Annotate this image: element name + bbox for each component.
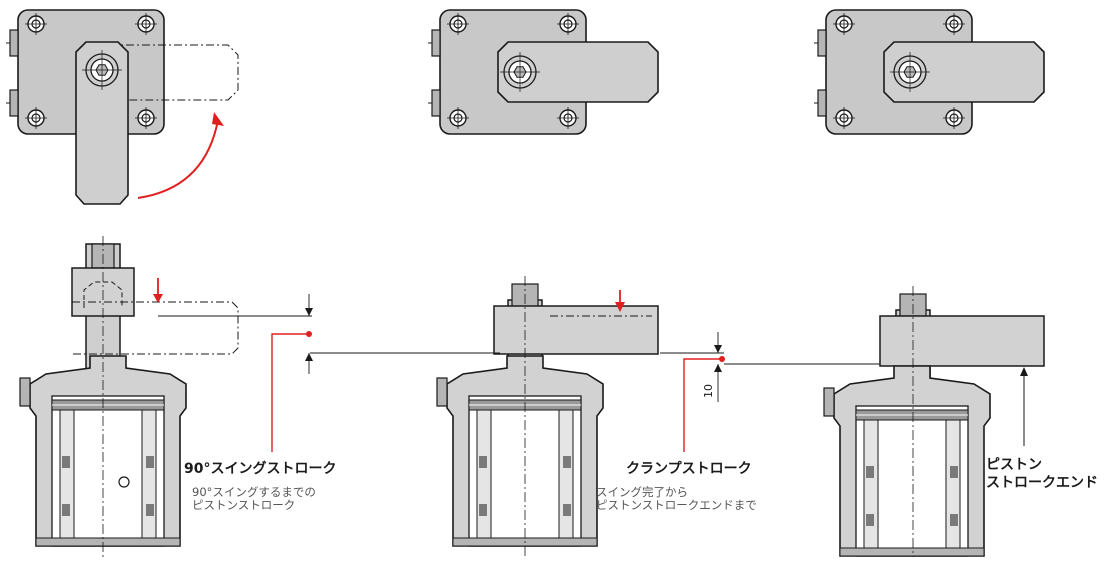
- piston-end-label-2: ストロークエンド: [986, 475, 1098, 491]
- swing-stroke-title: 90°スイングストローク: [184, 461, 337, 477]
- top-view-swung: [428, 10, 659, 134]
- section-view-1: [19, 236, 239, 557]
- clamp-stroke-desc-1: スイング完了から: [596, 485, 688, 499]
- clamp-stroke-title: クランプストローク: [626, 461, 752, 477]
- dimension-value: 10: [702, 384, 715, 398]
- swing-stroke-desc-2: ピストンストローク: [192, 498, 296, 512]
- section-view-2: [436, 276, 659, 557]
- dimension-lines: [158, 294, 880, 452]
- section-view-3: [823, 286, 1045, 557]
- piston-end-label-1: ピストン: [986, 457, 1042, 473]
- clamp-stroke-desc-2: ピストンストロークエンドまで: [596, 498, 757, 512]
- top-view-clamped: [814, 10, 1045, 134]
- swing-stroke-desc-1: 90°スイングするまでの: [192, 485, 316, 499]
- top-view-unclamped: [6, 10, 239, 205]
